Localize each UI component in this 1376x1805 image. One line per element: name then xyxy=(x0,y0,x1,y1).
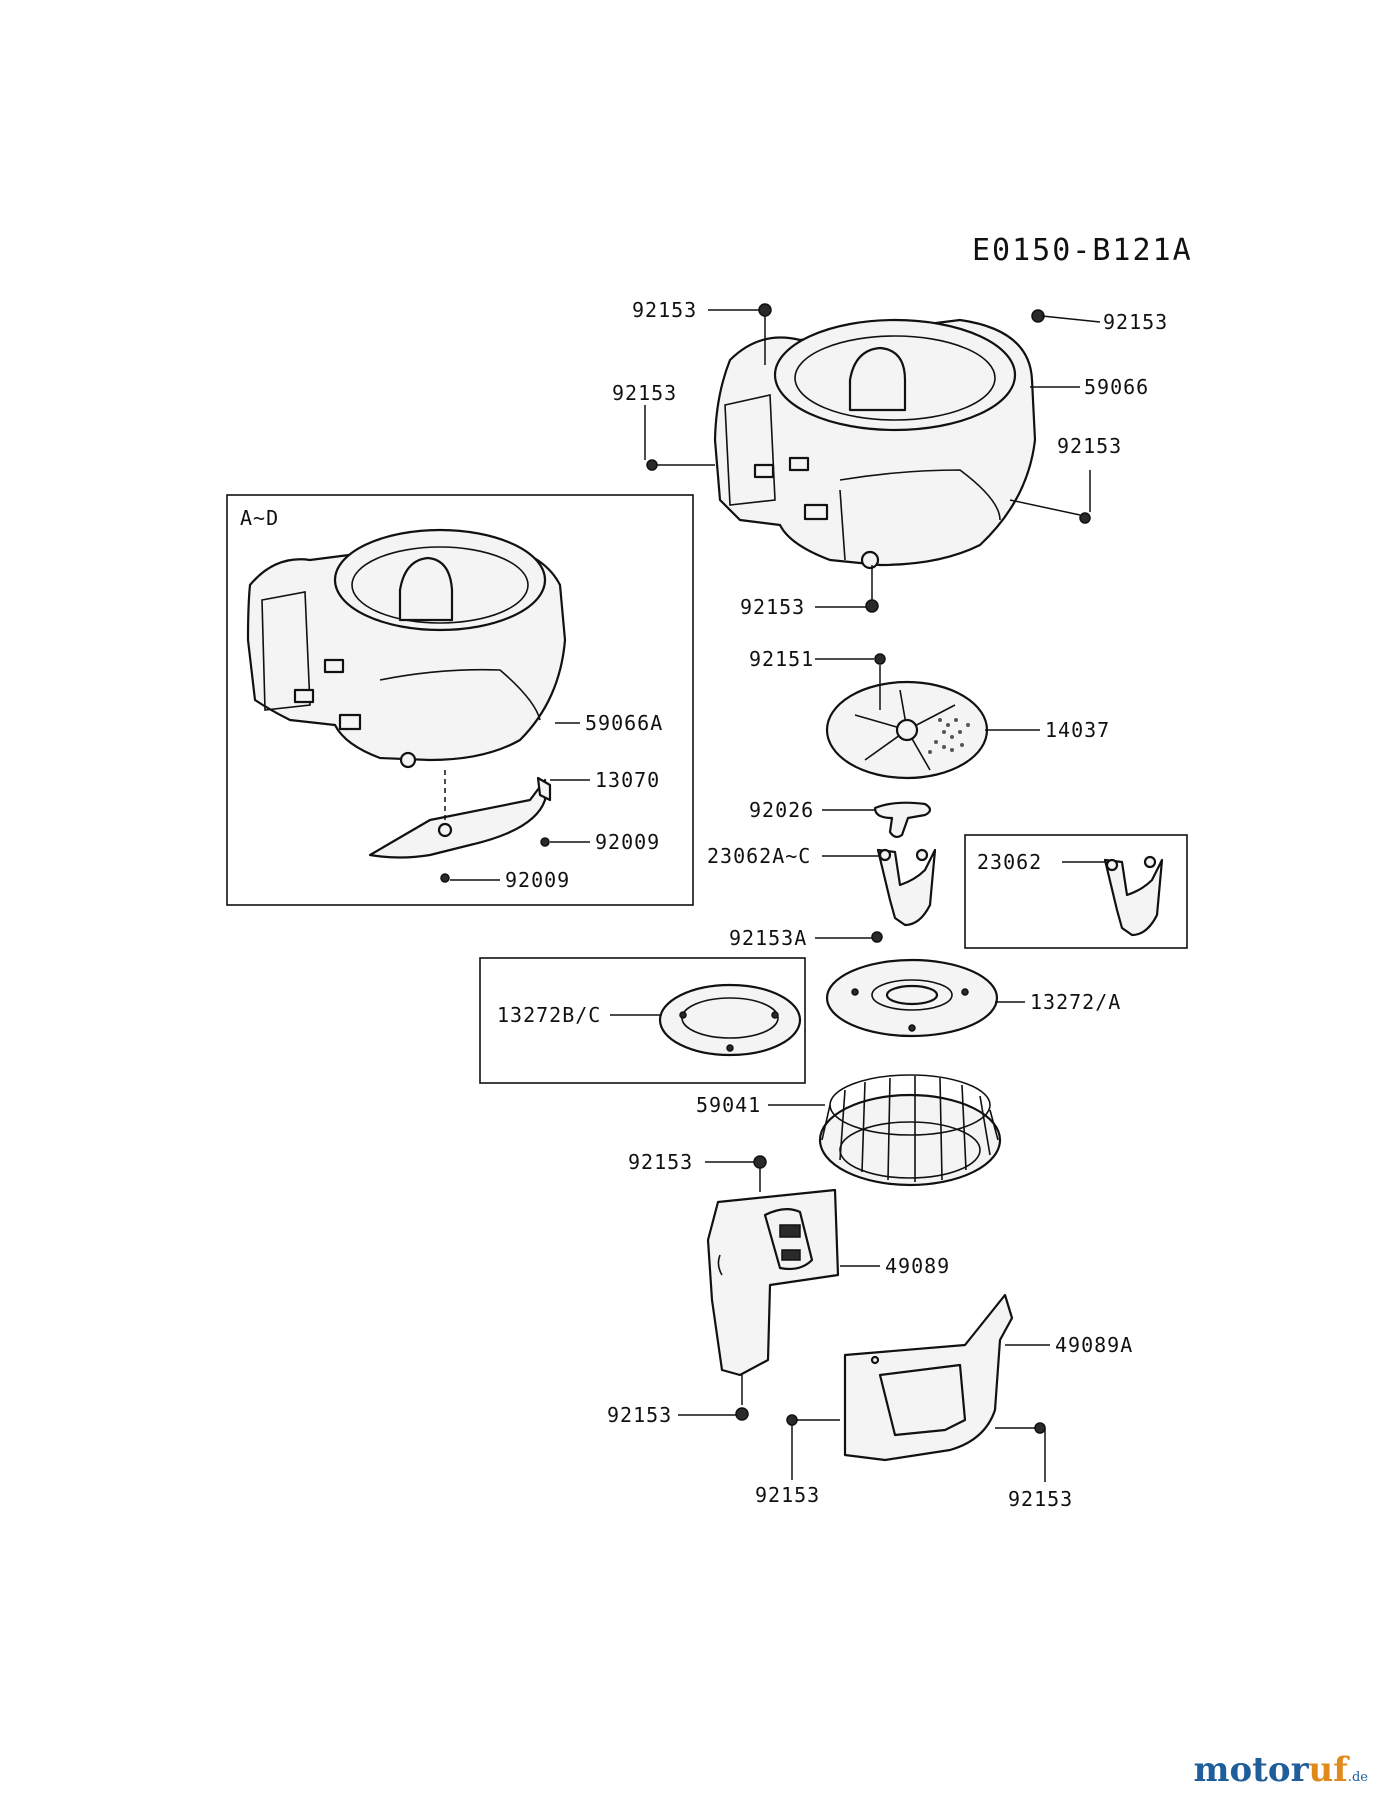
housing-59066 xyxy=(713,318,1037,570)
label-screw-guide-bottom: 92009 xyxy=(505,868,570,892)
cover-49089a xyxy=(843,1293,1014,1462)
label-bolt-lower-right: 92153 xyxy=(1008,1487,1073,1511)
label-bolt-cover: 92153 xyxy=(628,1150,693,1174)
label-bolt-right: 92153 xyxy=(1057,434,1122,458)
label-plate-variant: 13272B/C xyxy=(497,1003,601,1027)
label-cover-variant: 49089A xyxy=(1055,1333,1133,1357)
label-bolt-upper-left: 92153 xyxy=(612,381,677,405)
label-bolt-top-left: 92153 xyxy=(632,298,697,322)
label-bolt-bottom: 92153 xyxy=(740,595,805,619)
label-stand-variant: 23062A~C xyxy=(707,844,811,868)
variant-box-13272bc xyxy=(479,957,806,1084)
label-bolt-lower-left: 92153 xyxy=(755,1483,820,1507)
variant-box-23062 xyxy=(964,834,1188,949)
diagram-code: E0150-B121A xyxy=(972,233,1193,268)
label-plate: 13272/A xyxy=(1030,990,1121,1014)
bracket-92026 xyxy=(873,801,932,839)
label-guide: 13070 xyxy=(595,768,660,792)
variant-box-a-d xyxy=(226,494,694,906)
label-screw-screen: 92151 xyxy=(749,647,814,671)
label-bolt-top-right: 92153 xyxy=(1103,310,1168,334)
label-fan: 59041 xyxy=(696,1093,761,1117)
label-housing: 59066 xyxy=(1084,375,1149,399)
housing-59066a xyxy=(246,528,567,769)
label-screen: 14037 xyxy=(1045,718,1110,742)
guide-13070 xyxy=(368,776,552,859)
stand-23062a-c xyxy=(876,848,937,927)
watermark-logo: motoruf.de xyxy=(1193,1750,1368,1790)
label-bracket: 92026 xyxy=(749,798,814,822)
label-cover: 49089 xyxy=(885,1254,950,1278)
label-housing-variant: 59066A xyxy=(585,711,663,735)
plate-13272-a xyxy=(825,958,999,1038)
label-stand: 23062 xyxy=(977,850,1042,874)
variant-box-label: A~D xyxy=(240,506,279,530)
fan-59041 xyxy=(818,1074,1002,1187)
label-screw-guide-right: 92009 xyxy=(595,830,660,854)
label-bolt-cover-bottom: 92153 xyxy=(607,1403,672,1427)
plate-13272b-c xyxy=(658,983,802,1057)
screen-14037 xyxy=(825,680,989,780)
stand-23062 xyxy=(1103,855,1164,937)
cover-49089 xyxy=(706,1188,840,1377)
label-bolt-plate: 92153A xyxy=(729,926,807,950)
